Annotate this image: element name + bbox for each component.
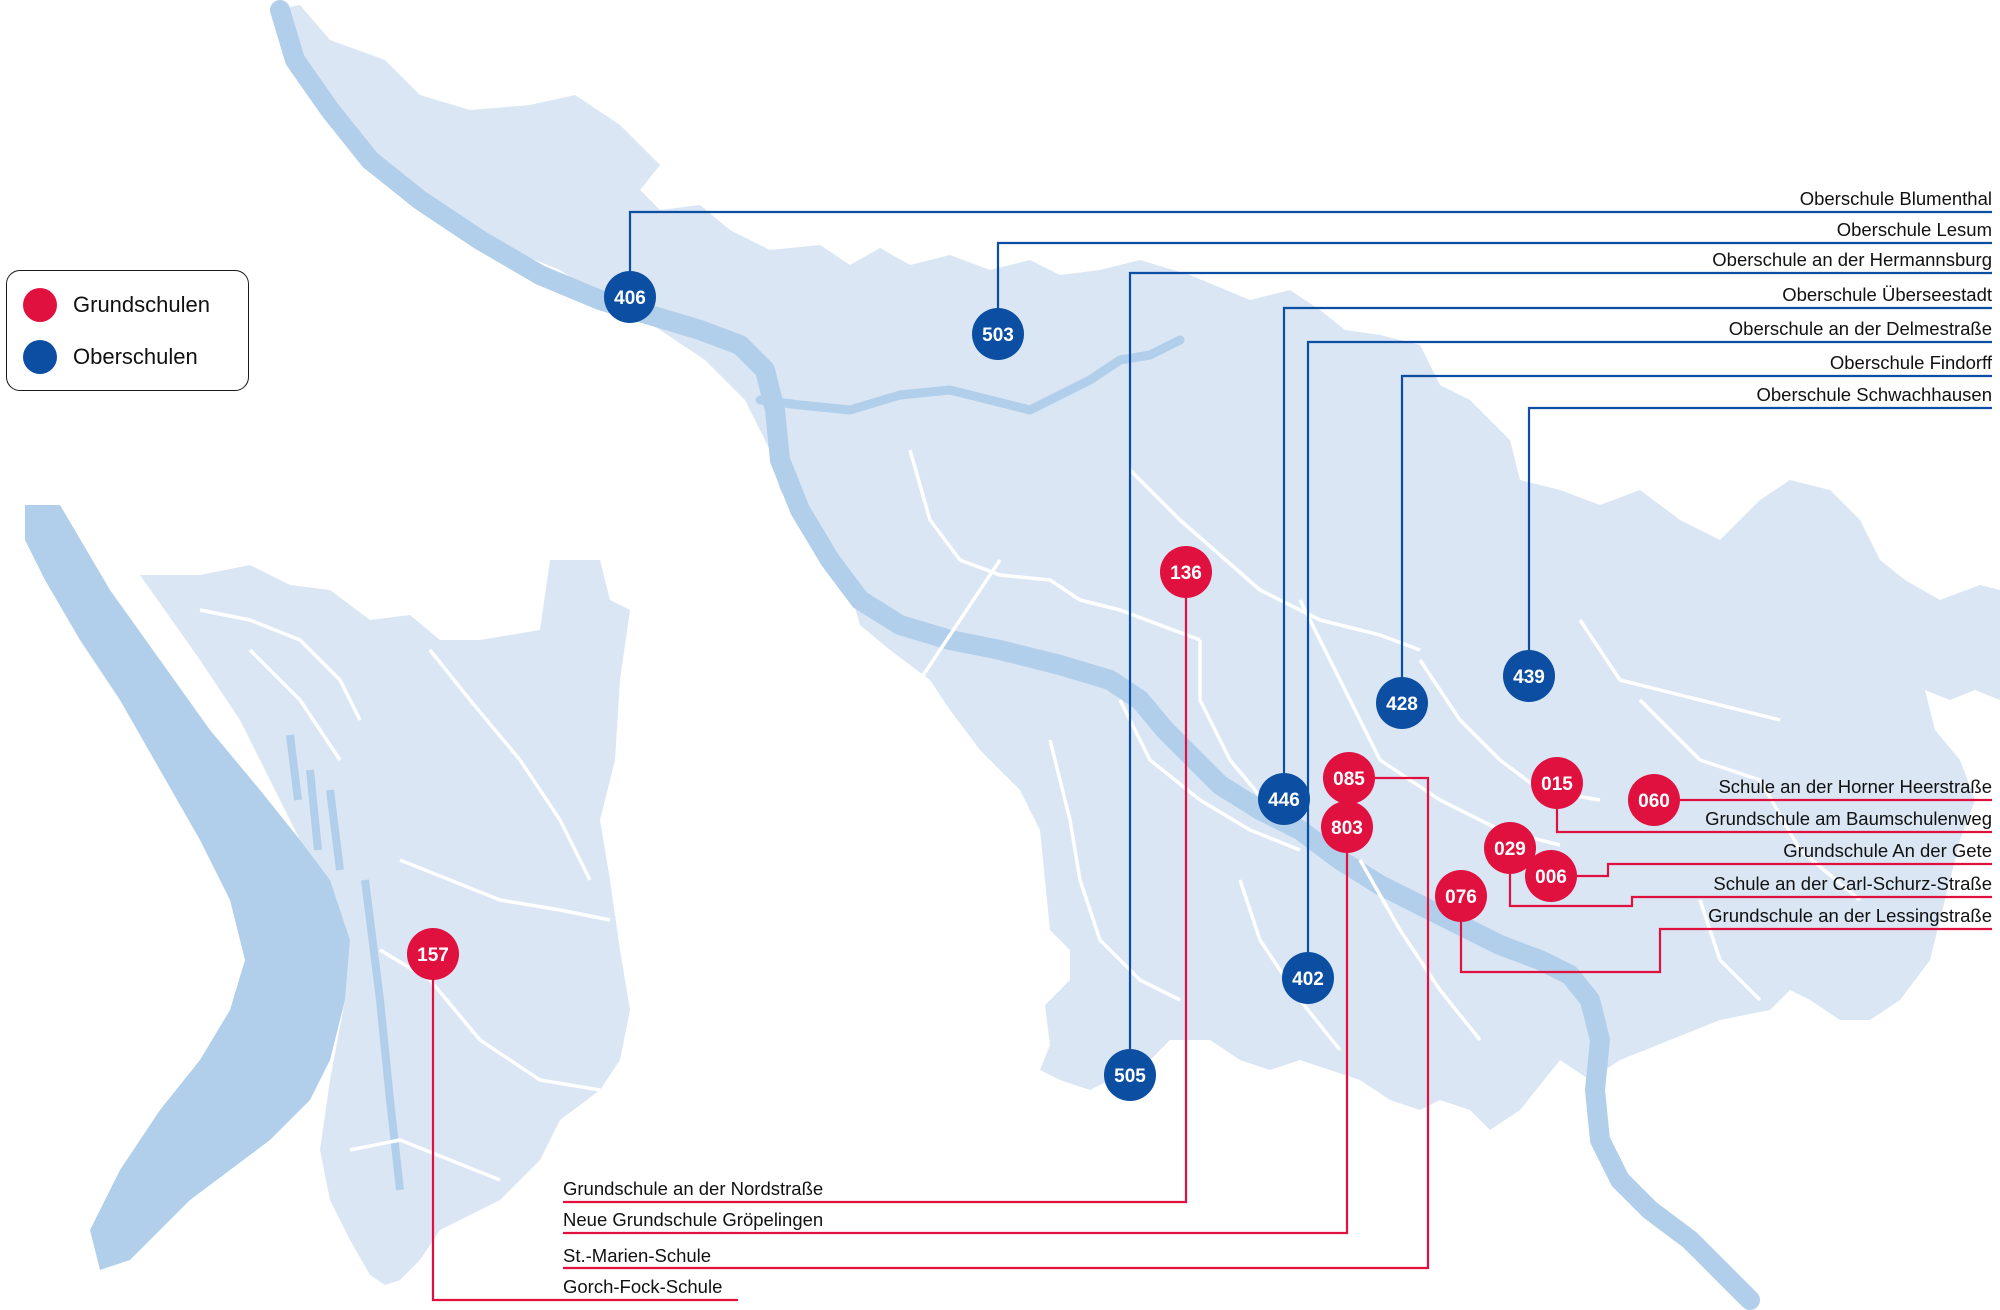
marker-circle-402 [1282,952,1334,1004]
weser-estuary [25,505,350,1270]
leader-line-406 [628,210,1992,271]
marker-505[interactable]: 505 [1104,1049,1156,1101]
legend-item-grundschulen: Grundschulen [23,285,210,325]
leader-line-503 [996,241,1992,308]
marker-circle-428 [1376,677,1428,729]
marker-503[interactable]: 503 [972,308,1024,360]
legend-label-grundschulen: Grundschulen [73,292,210,317]
marker-circle-406 [604,271,656,323]
marker-circle-803 [1321,801,1373,853]
bremen-city-land [275,5,2000,1130]
lesum-river [755,335,1185,415]
harbour-basins [286,734,404,1191]
marker-number-803: 803 [1331,818,1363,839]
marker-number-503: 503 [982,325,1014,346]
marker-number-085: 085 [1333,769,1365,790]
marker-439[interactable]: 439 [1503,650,1555,702]
leader-line-428 [1400,374,1992,677]
label-006: Grundschule An der Gete [1783,840,1992,861]
label-446: Oberschule Überseestadt [1782,284,1992,305]
red-dot-icon [23,288,57,322]
label-157: Gorch-Fock-Schule [563,1276,722,1297]
label-029: Schule an der Carl-Schurz-Straße [1713,873,1992,894]
label-060: Schule an der Horner Heerstraße [1718,776,1992,797]
marker-029[interactable]: 029 [1484,822,1536,874]
leader-line-402 [1306,340,1992,952]
legend: Grundschulen Oberschulen [6,270,249,391]
marker-circle-085 [1323,752,1375,804]
marker-number-015: 015 [1541,774,1573,795]
marker-402[interactable]: 402 [1282,952,1334,1004]
leader-line-439 [1527,406,1992,650]
marker-136[interactable]: 136 [1160,546,1212,598]
marker-803[interactable]: 803 [1321,801,1373,853]
marker-number-076: 076 [1445,887,1477,908]
district-borders [199,449,1862,1182]
land-areas [140,5,2000,1285]
label-085: St.-Marien-Schule [563,1245,711,1266]
marker-006[interactable]: 006 [1525,850,1577,902]
leader-line-157 [431,980,738,1302]
marker-157[interactable]: 157 [407,928,459,980]
label-406: Oberschule Blumenthal [1800,188,1992,209]
marker-circle-029 [1484,822,1536,874]
marker-circle-446 [1258,773,1310,825]
label-505: Oberschule an der Hermannsburg [1712,249,1992,270]
marker-number-439: 439 [1513,667,1545,688]
marker-428[interactable]: 428 [1376,677,1428,729]
label-076: Grundschule an der Lessingstraße [1708,905,1992,926]
bremerhaven-land [140,560,630,1285]
school-markers: 406 503 505 446 402 428 439 060 015 006 029 076 136 8… [407,271,1680,1101]
leader-line-015 [1555,809,1992,834]
marker-060[interactable]: 060 [1628,774,1680,826]
marker-076[interactable]: 076 [1435,870,1487,922]
marker-number-428: 428 [1386,694,1418,715]
legend-item-oberschulen: Oberschulen [23,337,198,377]
marker-015[interactable]: 015 [1531,757,1583,809]
marker-number-060: 060 [1638,791,1670,812]
leader-line-029 [1508,874,1992,908]
marker-circle-503 [972,308,1024,360]
leader-line-076 [1459,922,1992,974]
leader-line-803 [563,853,1349,1235]
leader-line-505 [1128,271,1992,1049]
marker-circle-060 [1628,774,1680,826]
blue-dot-icon [23,340,57,374]
marker-circle-076 [1435,870,1487,922]
marker-number-029: 029 [1494,839,1526,860]
marker-number-402: 402 [1292,969,1324,990]
marker-number-157: 157 [417,945,449,966]
label-402: Oberschule an der Delmestraße [1729,318,1992,339]
marker-circle-157 [407,928,459,980]
label-439: Oberschule Schwachhausen [1756,384,1992,405]
leader-lines [431,210,1992,1302]
marker-circle-006 [1525,850,1577,902]
leader-line-446 [1282,306,1992,773]
marker-circle-439 [1503,650,1555,702]
label-015: Grundschule am Baumschulenweg [1705,808,1992,829]
marker-number-406: 406 [614,288,646,309]
marker-number-446: 446 [1268,790,1300,811]
label-803: Neue Grundschule Gröpelingen [563,1209,823,1230]
leader-line-006 [1577,862,1992,878]
marker-406[interactable]: 406 [604,271,656,323]
label-428: Oberschule Findorff [1830,352,1993,373]
marker-085[interactable]: 085 [1323,752,1375,804]
leader-line-136 [563,598,1188,1204]
label-136: Grundschule an der Nordstraße [563,1178,823,1199]
marker-446[interactable]: 446 [1258,773,1310,825]
marker-circle-136 [1160,546,1212,598]
marker-circle-015 [1531,757,1583,809]
marker-number-006: 006 [1535,867,1567,888]
marker-circle-505 [1104,1049,1156,1101]
label-503: Oberschule Lesum [1837,219,1992,240]
marker-number-505: 505 [1114,1066,1146,1087]
legend-label-oberschulen: Oberschulen [73,344,198,369]
leader-line-085 [563,776,1430,1270]
marker-number-136: 136 [1170,563,1202,584]
